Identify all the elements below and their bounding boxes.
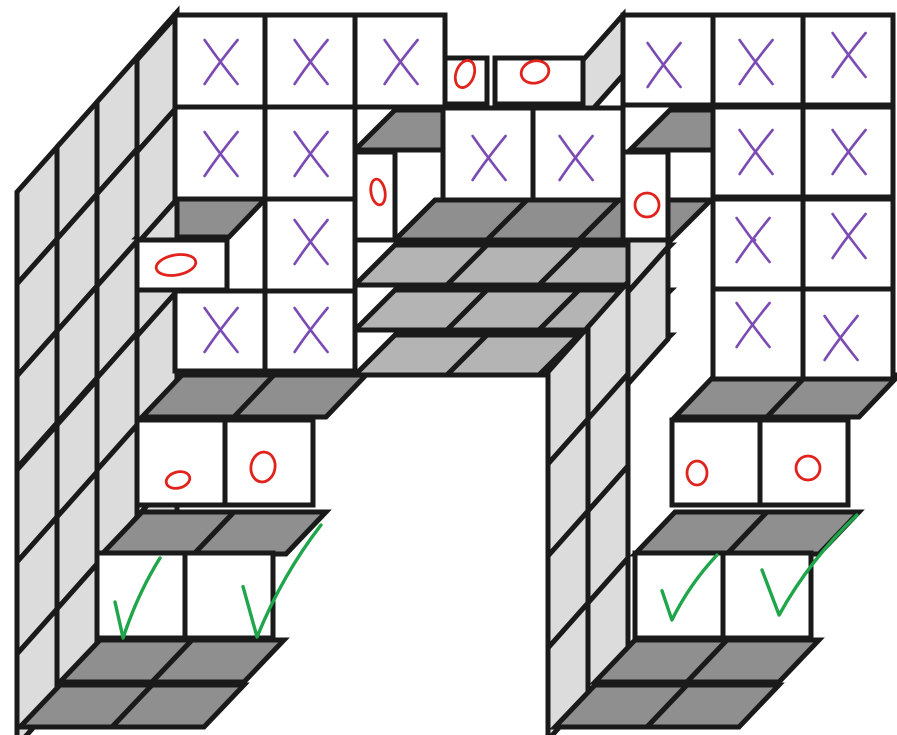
- cell-front-face: [265, 199, 355, 291]
- cell-front-face: [623, 152, 668, 240]
- cell-front-face: [225, 420, 313, 505]
- cell-front-face: [713, 199, 803, 289]
- cell-front-face: [803, 289, 893, 379]
- cell-front-face: [445, 58, 487, 104]
- cell-front-face: [723, 553, 811, 638]
- cell-front-face: [803, 199, 893, 289]
- cell-front-face: [635, 553, 723, 638]
- cell-front-face: [185, 553, 273, 638]
- cell-front-face: [672, 420, 760, 505]
- cell-front-face: [137, 240, 227, 290]
- right-column-side-face: [583, 15, 623, 120]
- cell-front-face: [760, 420, 848, 505]
- cell-front-face: [803, 15, 893, 105]
- cell-front-face: [713, 107, 803, 197]
- structure-shapes: [17, 12, 897, 735]
- cell-front-face: [355, 152, 395, 240]
- cell-front-face: [443, 108, 533, 200]
- cell-front-face: [137, 420, 225, 505]
